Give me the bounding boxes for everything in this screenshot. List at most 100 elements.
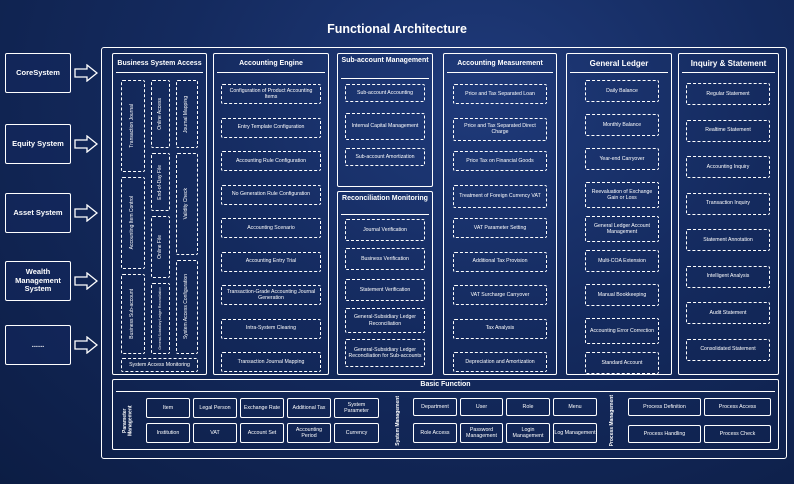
basic-item-system-parameter: System Parameter <box>334 398 379 418</box>
right-arrow-icon <box>74 272 98 290</box>
source-label: Asset System <box>13 207 63 217</box>
basic-item-password-management: Password Management <box>460 423 503 443</box>
basic-item-login-management: Login Management <box>506 423 550 443</box>
architecture-frame <box>101 47 787 459</box>
bsa-system-access-configuration: System Access Configuration <box>176 260 198 354</box>
engine-item-transaction-grade-accounting-journal-generation: Transaction-Grade Accounting Journal Gen… <box>221 285 321 305</box>
panel-title: Reconciliation Monitoring <box>342 195 428 202</box>
sub-item-sub-account-accounting: Sub-account Accounting <box>345 84 425 102</box>
right-arrow-icon <box>74 336 98 354</box>
meas-item-price-and-tax-separated-direct-charge: Price and Tax Separated Direct Charge <box>453 117 547 141</box>
bsa-online-access: Online Access <box>151 80 170 148</box>
basic-item-menu: Menu <box>553 398 597 416</box>
sub-item-sub-account-amortization: Sub-account Amortization <box>345 148 425 166</box>
panel-title: Inquiry & Statement <box>690 59 767 68</box>
basic-item-item: Item <box>146 398 190 418</box>
inq-item-regular-statement: Regular Statement <box>686 83 770 105</box>
inq-item-accounting-inquiry: Accounting Inquiry <box>686 156 770 178</box>
inq-item-audit-statement: Audit Statement <box>686 302 770 324</box>
engine-item-accounting-entry-trial: Accounting Entry Trial <box>221 251 321 272</box>
panel-title: General Ledger <box>589 59 649 68</box>
basic-item-process-definition: Process Definition <box>628 398 701 416</box>
gl-item-monthly-balance: Monthly Balance <box>585 114 659 136</box>
basic-item-institution: Institution <box>146 423 190 443</box>
sub-account-management-panel <box>337 53 433 187</box>
source-label: CoreSystem <box>16 67 60 77</box>
inq-item-statement-annotation: Statement Annotation <box>686 229 770 251</box>
gl-item-manual-bookkeeping: Manual Bookkeeping <box>585 284 659 306</box>
divider <box>341 78 429 79</box>
basic-item-additional-tax: Additional Tax <box>287 398 331 418</box>
bsa-end-of-day-file: End-of-Day File <box>151 153 170 211</box>
source-core-system: CoreSystem <box>5 53 71 93</box>
recon-item-general-subsidiary-ledger-reconciliation-for-sub-accounts: General-Subsidiary Ledger Reconciliation… <box>345 339 425 367</box>
divider <box>682 72 775 73</box>
engine-item-transaction-journal-mapping: Transaction Journal Mapping <box>221 352 321 372</box>
engine-item-accounting-scenario: Accounting Scenario <box>221 218 321 238</box>
gl-item-reevaluation-of-exchange-gain-or-loss: Reevaluation of Exchange Gain or Loss <box>585 182 659 208</box>
meas-item-treatment-of-foreign-currency-vat: Treatment of Foreign Currency VAT <box>453 184 547 208</box>
process-management-label: Process Management <box>609 395 616 447</box>
source-wealth-management-system: Wealth Management System <box>5 261 71 301</box>
basic-item-user: User <box>460 398 503 416</box>
accounting-measurement-panel <box>443 53 557 375</box>
sub-item-internal-capital-management: Internal Capital Management <box>345 113 425 140</box>
bsa-journal-mapping: Journal Mapping <box>176 80 198 148</box>
accounting-engine-panel <box>213 53 329 375</box>
engine-item-entry-template-configuration: Entry Template Configuration <box>221 117 321 138</box>
business-system-access-panel <box>112 53 207 375</box>
panel-title: Business System Access <box>117 60 202 67</box>
system-management-label: System Management <box>395 396 402 446</box>
divider <box>341 214 429 215</box>
panel-title: Accounting Measurement <box>457 60 543 67</box>
meas-item-price-and-tax-separated-loan: Price and Tax Separated Loan <box>453 84 547 104</box>
parameter-management-label: Parameter Management <box>121 405 134 437</box>
basic-item-role: Role <box>506 398 550 416</box>
basic-item-account-set: Account Set <box>240 423 284 443</box>
basic-item-legal-person: Legal Person <box>193 398 237 418</box>
source-asset-system: Asset System <box>5 193 71 233</box>
gl-item-standard-account: Standard Account <box>585 352 659 374</box>
bsa-validity-check: Validity Check <box>176 153 198 255</box>
page-title: Functional Architecture <box>327 22 467 36</box>
general-ledger-panel <box>566 53 672 375</box>
basic-item-process-handling: Process Handling <box>628 425 701 443</box>
basic-item-role-access: Role Access <box>413 423 457 443</box>
divider <box>217 72 325 73</box>
source-label: Wealth Management System <box>15 267 61 294</box>
divider <box>116 391 775 392</box>
source-label: Equity System <box>12 138 64 148</box>
panel-title: Accounting Engine <box>239 60 303 67</box>
divider <box>570 72 668 73</box>
reconciliation-monitoring-panel <box>337 191 433 375</box>
bsa-online-file: Online File <box>151 216 170 278</box>
gl-item-year-end-carryover: Year-end Carryover <box>585 148 659 170</box>
meas-item-vat-surcharge-carryover: VAT Surcharge Carryover <box>453 285 547 305</box>
meas-item-tax-analysis: Tax Analysis <box>453 318 547 339</box>
meas-item-depreciation-and-amortization: Depreciation and Amortization <box>453 352 547 372</box>
bsa-general-subsidiary-ledger-reconciliation: General-Subsidiary Ledger Reconciliation <box>151 283 170 354</box>
right-arrow-icon <box>74 64 98 82</box>
bsa-system-access-monitoring: System Access Monitoring <box>121 358 198 372</box>
basic-item-process-check: Process Check <box>704 425 771 443</box>
recon-item-journal-verification: Journal Verification <box>345 219 425 241</box>
panel-title: Sub-account Management <box>341 57 429 64</box>
right-arrow-icon <box>74 135 98 153</box>
divider <box>447 72 553 73</box>
basic-item-exchange-rate: Exchange Rate <box>240 398 284 418</box>
source-label: ...... <box>31 339 45 349</box>
gl-item-accounting-error-correction: Accounting Error Correction <box>585 318 659 344</box>
source-equity-system: Equity System <box>5 124 71 164</box>
basic-item-department: Department <box>413 398 457 416</box>
recon-item-business-verification: Business Verification <box>345 248 425 270</box>
inq-item-consolidated-statement: Consolidated Statement <box>686 338 770 361</box>
engine-item-intra-system-clearing: Intra-System Clearing <box>221 318 321 339</box>
divider <box>116 72 203 73</box>
basic-function-panel <box>112 379 779 450</box>
engine-item-no-generation-rule-configuration: No Generation Rule Configuration <box>221 184 321 205</box>
right-arrow-icon <box>74 204 98 222</box>
inq-item-realtime-statement: Realtime Statement <box>686 119 770 142</box>
bsa-business-sub-account: Business Sub-account <box>121 274 145 354</box>
source-more-systems: ...... <box>5 325 71 365</box>
meas-item-additional-tax-provision: Additional Tax Provision <box>453 251 547 272</box>
